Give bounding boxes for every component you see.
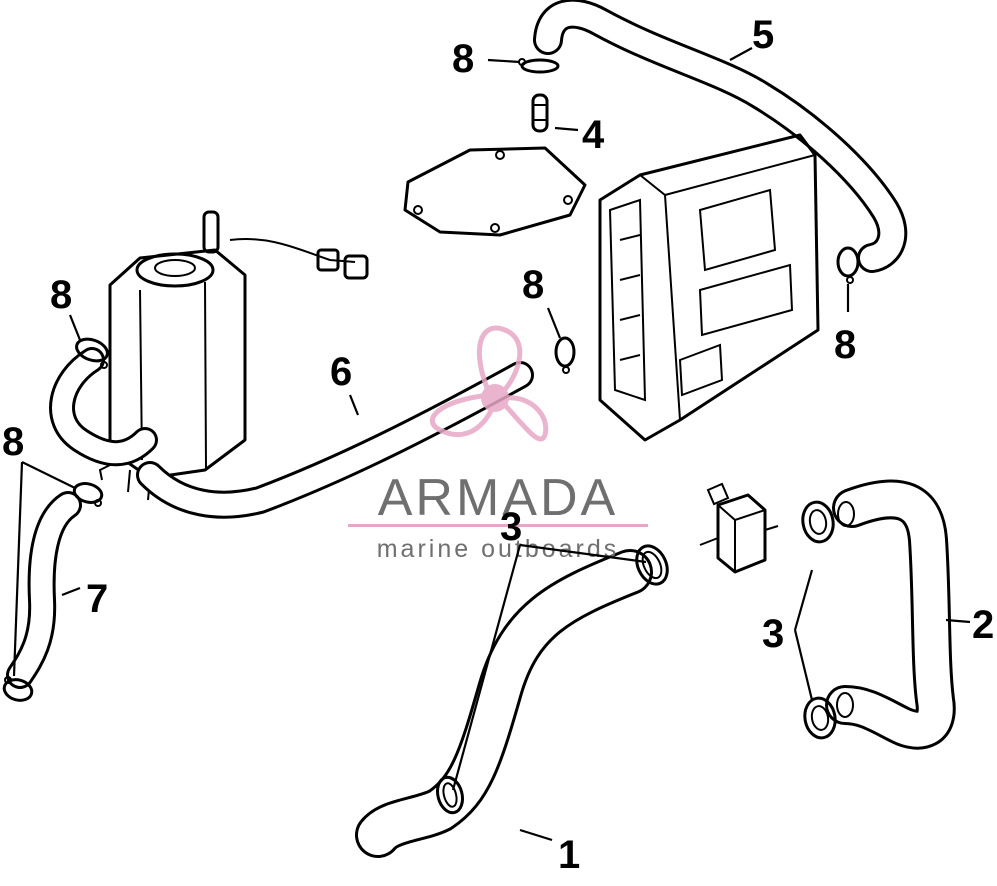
watermark-name: ARMADA xyxy=(378,469,618,527)
callout-6: 6 xyxy=(330,350,352,394)
clamp-8-left-bottom xyxy=(2,676,34,702)
clamp-8-top xyxy=(518,58,560,74)
callout-8-far-left: 8 xyxy=(2,420,24,464)
clamp-3-hose1-top xyxy=(635,544,669,586)
callout-3-right: 3 xyxy=(762,612,784,656)
hose-1 xyxy=(355,549,653,858)
leader-lines xyxy=(12,47,971,842)
clamp-8-right xyxy=(836,246,860,284)
callout-8-middle: 8 xyxy=(522,263,544,307)
clamp-8-middle xyxy=(554,336,576,374)
hose-6 xyxy=(136,361,534,519)
callout-8-left: 8 xyxy=(50,273,72,317)
clamp-3-hose2-bottom xyxy=(803,692,854,740)
watermark-underline xyxy=(348,524,648,527)
clamp-3-hose2-top xyxy=(801,500,855,544)
cover-plate xyxy=(403,146,587,237)
hose-2 xyxy=(825,479,956,750)
hose-7 xyxy=(6,491,82,689)
callout-5: 5 xyxy=(752,13,774,57)
propeller-logo xyxy=(429,325,549,442)
clamp-8-left-top xyxy=(75,337,109,369)
callout-8-right: 8 xyxy=(834,323,856,367)
callout-3-center: 3 xyxy=(500,505,522,549)
clamp-3-hose1-bottom xyxy=(436,775,464,815)
connector-4 xyxy=(531,93,549,133)
callout-7: 7 xyxy=(86,577,108,621)
electronic-module xyxy=(598,133,820,442)
callout-1: 1 xyxy=(558,833,580,877)
hose-5 xyxy=(533,0,908,273)
hose-tank-loop xyxy=(49,347,158,467)
callout-4: 4 xyxy=(582,113,605,157)
callout-2: 2 xyxy=(972,603,994,647)
callout-8-top: 8 xyxy=(452,37,474,81)
clamp-8-left-mid xyxy=(72,482,104,507)
fitting-block xyxy=(699,482,779,574)
watermark-tagline: marine outboards xyxy=(377,535,620,563)
